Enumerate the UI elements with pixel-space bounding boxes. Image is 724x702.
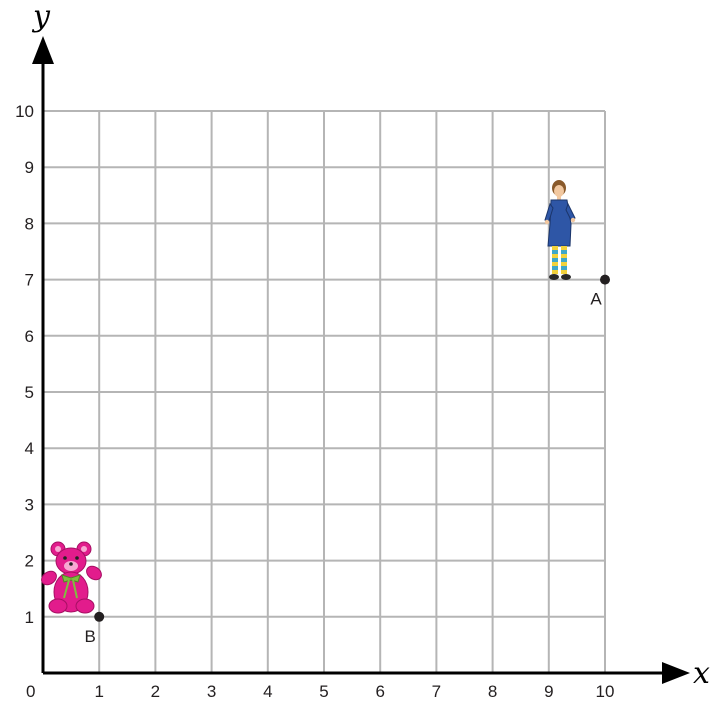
y-tick-label: 8: [25, 214, 34, 233]
y-tick-label: 9: [25, 158, 34, 177]
point-a-label: A: [590, 290, 602, 309]
point-a: [600, 274, 610, 285]
y-tick-label: 1: [25, 608, 34, 627]
y-tick-label: 6: [25, 327, 34, 346]
grid: [43, 110, 606, 673]
x-axis-arrow: [662, 662, 690, 684]
x-tick-label: 5: [319, 682, 328, 701]
y-tick-label: 10: [15, 102, 34, 121]
x-tick-label: 10: [596, 682, 615, 701]
x-tick-label: 9: [544, 682, 553, 701]
x-tick-label: 7: [432, 682, 441, 701]
x-tick-label: 6: [375, 682, 384, 701]
y-tick-labels: 1 2 3 4 5 6 7 8 9 10: [15, 102, 34, 627]
point-b-label: B: [85, 627, 96, 646]
teddy-bear-icon: [41, 541, 102, 614]
x-tick-label: 8: [488, 682, 497, 701]
point-b: [94, 611, 105, 622]
y-axis-name: y: [31, 0, 51, 34]
points: AB: [85, 274, 610, 646]
origin-label: 0: [26, 682, 35, 701]
y-tick-label: 7: [25, 271, 34, 290]
girl-icon: [544, 180, 576, 280]
y-tick-label: 5: [25, 383, 34, 402]
x-tick-label: 2: [151, 682, 160, 701]
y-axis-arrow: [32, 36, 54, 64]
x-tick-label: 3: [207, 682, 216, 701]
x-tick-label: 4: [263, 682, 272, 701]
y-tick-label: 4: [25, 439, 34, 458]
x-axis-name: x: [693, 656, 710, 691]
x-tick-label: 1: [94, 682, 103, 701]
y-tick-label: 2: [25, 552, 34, 571]
y-tick-label: 3: [25, 495, 34, 514]
x-tick-labels: 1 2 3 4 5 6 7 8 9 10: [94, 682, 614, 701]
